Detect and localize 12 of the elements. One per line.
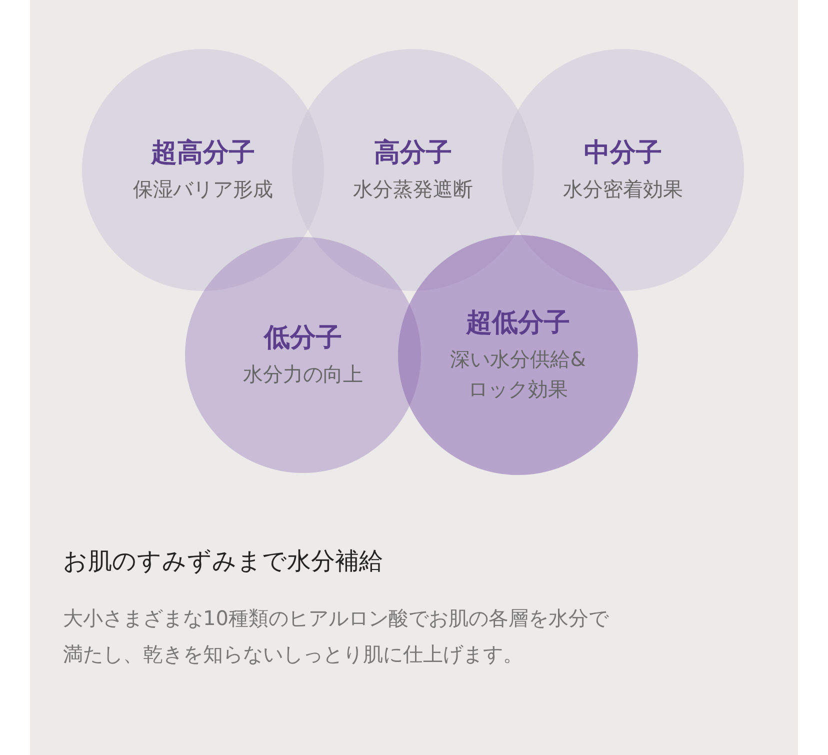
description-paragraph: 大小さまざまな10種類のヒアルロン酸でお肌の各層を水分で満たし、乾きを知らないしっとり肌に仕上げます。 bbox=[63, 605, 610, 668]
circle-description: 水分密着効果 bbox=[563, 176, 683, 203]
heading: お肌のすみずみまで水分補給 bbox=[63, 546, 383, 577]
circle-description: 保湿バリア形成 bbox=[133, 176, 273, 203]
circle-description: 水分力の向上 bbox=[243, 361, 363, 388]
circle-description: 深い水分供給&ロック効果 bbox=[449, 346, 587, 403]
circle-heading: 高分子 bbox=[374, 137, 452, 170]
circle-heading: 超低分子 bbox=[466, 307, 570, 340]
circle-heading: 中分子 bbox=[584, 137, 662, 170]
circle-heading: 低分子 bbox=[264, 322, 342, 355]
circle-description: 水分蒸発遮断 bbox=[353, 176, 473, 203]
circle-heading: 超高分子 bbox=[151, 137, 255, 170]
